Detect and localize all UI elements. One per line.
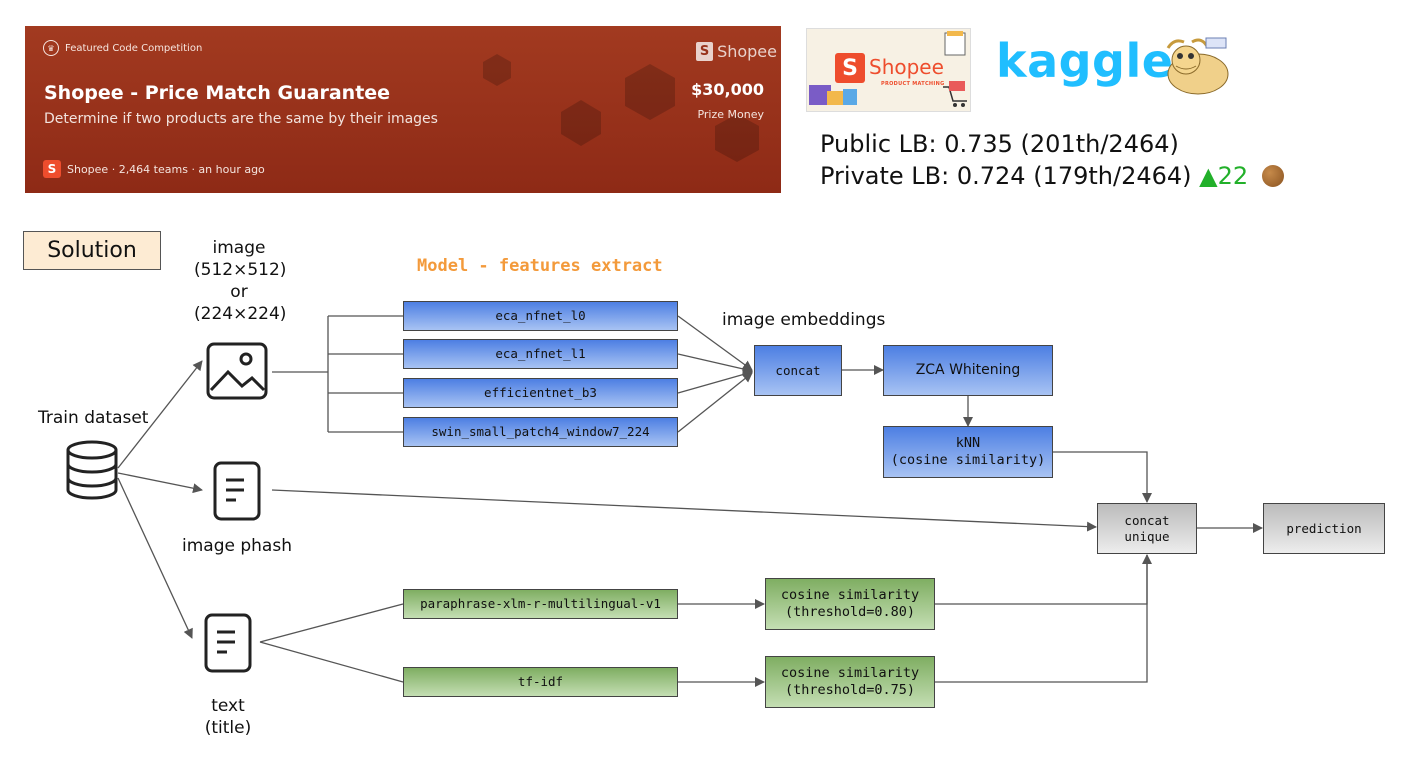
image-label-line: image bbox=[212, 238, 266, 258]
bronze-medal-icon bbox=[1261, 165, 1284, 187]
knn-subtitle: (cosine similarity) bbox=[890, 452, 1046, 468]
image-label-line: (512×512) bbox=[194, 260, 287, 280]
text-model-paraphrase: paraphrase-xlm-r-multilingual-v1 bbox=[403, 589, 678, 619]
cos-sim-title: cosine similarity bbox=[780, 665, 920, 682]
train-dataset-label: Train dataset bbox=[38, 408, 149, 428]
competition-meta: S Shopee · 2,464 teams · an hour ago bbox=[43, 160, 265, 178]
concat-unique-box: concat unique bbox=[1097, 503, 1197, 554]
phash-document-icon bbox=[213, 461, 261, 521]
knn-title: kNN bbox=[955, 435, 981, 452]
zca-whitening-box: ZCA Whitening bbox=[883, 345, 1053, 396]
hexagon-pattern bbox=[483, 54, 759, 162]
shopee-product-matching-logo: S Shopee PRODUCT MATCHING bbox=[806, 28, 971, 112]
text-input-label: text (title) bbox=[196, 695, 260, 739]
product-matching-tag: PRODUCT MATCHING bbox=[881, 81, 945, 87]
trophy-icon: ♛ bbox=[43, 40, 59, 56]
model-box-swin: swin_small_patch4_window7_224 bbox=[403, 417, 678, 447]
knn-box: kNN (cosine similarity) bbox=[883, 426, 1053, 478]
kaggle-logo: kaggle bbox=[996, 34, 1174, 88]
prize-label: Prize Money bbox=[697, 108, 764, 121]
concat-unique-line: unique bbox=[1124, 528, 1170, 544]
text-model-tfidf: tf-idf bbox=[403, 667, 678, 697]
image-label-line: or bbox=[230, 282, 248, 302]
prediction-box: prediction bbox=[1263, 503, 1385, 554]
solution-label: Solution bbox=[23, 231, 161, 270]
image-input-label: image (512×512) or (224×224) bbox=[194, 237, 287, 325]
meta-text: Shopee · 2,464 teams · an hour ago bbox=[67, 162, 265, 176]
private-lb-text: Private LB: 0.724 (179th/2464) bbox=[820, 162, 1192, 190]
model-box-eca-nfnet-l1: eca_nfnet_l1 bbox=[403, 339, 678, 369]
prize-host-logo: S Shopee bbox=[696, 42, 777, 61]
cos-sim-threshold: (threshold=0.80) bbox=[784, 604, 916, 620]
text-label-line: (title) bbox=[204, 718, 252, 738]
model-box-efficientnet-b3: efficientnet_b3 bbox=[403, 378, 678, 408]
database-icon bbox=[66, 440, 118, 500]
badge-label: Featured Code Competition bbox=[65, 42, 203, 54]
prize-amount: $30,000 bbox=[691, 80, 764, 99]
prize-host-name: Shopee bbox=[717, 42, 777, 61]
cos-sim-threshold: (threshold=0.75) bbox=[784, 682, 916, 698]
image-icon bbox=[206, 342, 268, 400]
rank-delta: ▲22 bbox=[1199, 162, 1249, 190]
text-document-icon bbox=[204, 613, 252, 673]
cos-sim-title: cosine similarity bbox=[780, 587, 920, 604]
shopee-host-icon: S bbox=[43, 160, 61, 178]
shopee-bag-icon: S bbox=[696, 42, 714, 61]
lion-dog-mascot-icon bbox=[1166, 37, 1229, 95]
shopee-wordmark: Shopee bbox=[869, 55, 944, 79]
competition-title[interactable]: Shopee - Price Match Guarantee bbox=[44, 82, 391, 104]
private-lb-score: Private LB: 0.724 (179th/2464) ▲22 bbox=[820, 162, 1284, 190]
featured-badge: ♛ Featured Code Competition bbox=[43, 40, 202, 56]
model-box-eca-nfnet-l0: eca_nfnet_l0 bbox=[403, 301, 678, 331]
image-label-line: (224×224) bbox=[194, 304, 287, 324]
concat-box: concat bbox=[754, 345, 842, 396]
competition-subtitle: Determine if two products are the same b… bbox=[44, 111, 438, 127]
competition-banner[interactable]: ♛ Featured Code Competition Shopee - Pri… bbox=[25, 26, 781, 193]
cos-sim-075-box: cosine similarity (threshold=0.75) bbox=[765, 656, 935, 708]
model-section-title: Model - features extract bbox=[417, 256, 663, 276]
shopping-illustration bbox=[809, 31, 967, 107]
cos-sim-080-box: cosine similarity (threshold=0.80) bbox=[765, 578, 935, 630]
image-embeddings-label: image embeddings bbox=[722, 310, 886, 330]
text-label-line: text bbox=[211, 696, 245, 716]
image-phash-label: image phash bbox=[182, 536, 292, 556]
shopee-logo-icon: S bbox=[835, 53, 865, 83]
public-lb-score: Public LB: 0.735 (201th/2464) bbox=[820, 130, 1179, 158]
concat-unique-line: concat bbox=[1124, 512, 1170, 528]
